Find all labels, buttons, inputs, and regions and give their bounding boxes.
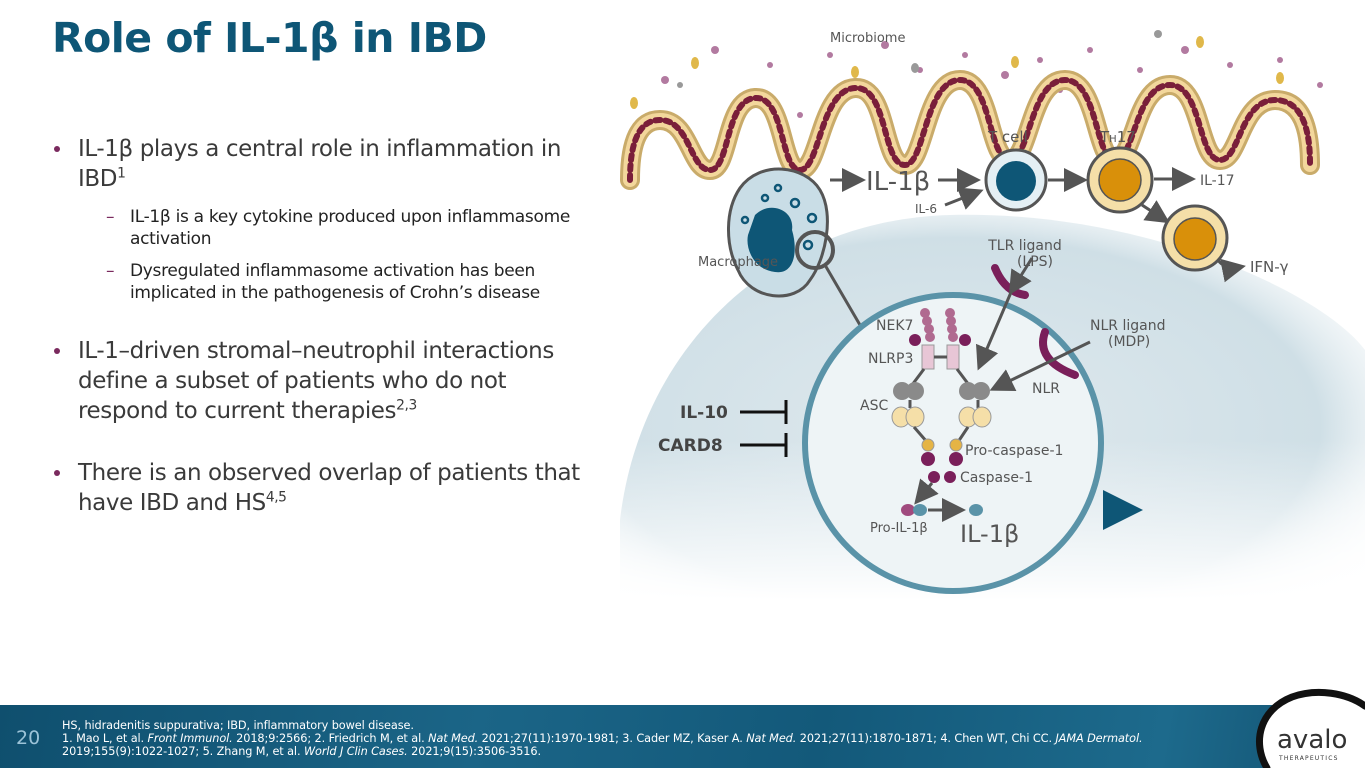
logo-tagline: THERAPEUTICS [1278, 755, 1339, 762]
pro-il1b-label: Pro-IL-1β [870, 521, 928, 536]
sub-bullet-1: – IL-1β is a key cytokine produced upon … [54, 206, 594, 250]
sub-bullet-1-text: IL-1β is a key cytokine produced upon in… [130, 207, 570, 249]
il1b-top-label: IL-1β [866, 167, 930, 197]
page-number: 20 [16, 727, 41, 749]
ifng-label: IFN-γ [1250, 258, 1289, 276]
zoom-lens-icon [795, 230, 835, 270]
card8-label: CARD8 [658, 436, 723, 456]
il6-label: IL-6 [915, 202, 937, 216]
journal-name: World J Clin Cases. [303, 745, 408, 758]
journal-name: Nat Med. [428, 732, 479, 745]
bullet-1-ref: 1 [117, 165, 126, 182]
references: HS, hidradenitis suppurativa; IBD, infla… [62, 719, 1143, 758]
bullet-3-text: There is an observed overlap of patients… [78, 460, 580, 516]
reference-line-1: 1. Mao L, et al. Front Immunol. 2018;9:2… [62, 732, 1143, 745]
dash-icon: – [106, 261, 115, 281]
il1b-bottom-label: IL-1β [960, 520, 1019, 548]
il17-label: IL-17 [1200, 173, 1235, 189]
nlr-receptor [1039, 328, 1079, 379]
il10-label: IL-10 [680, 403, 728, 423]
bullet-3-ref: 4,5 [265, 489, 287, 506]
th17-label: TH17 [1099, 128, 1136, 146]
bullet-2-ref: 2,3 [396, 397, 417, 414]
abbreviations: HS, hidradenitis suppurativa; IBD, infla… [62, 719, 414, 732]
caspase-label: Caspase-1 [960, 470, 1033, 486]
asc-label: ASC [860, 398, 888, 414]
journal-name: Front Immunol. [147, 732, 233, 745]
nlr-label: NLR [1032, 381, 1060, 397]
bullet-dot-icon [54, 146, 60, 152]
microbiome-rods [630, 36, 1284, 109]
tlr-ligand-label: TLR ligand [987, 238, 1062, 254]
pro-caspase-label: Pro-caspase-1 [965, 443, 1063, 459]
tlr-ligand-label-2: (LPS) [1017, 254, 1053, 270]
bullet-2: IL-1–driven stromal–neutrophil interacti… [54, 336, 594, 426]
nlrp3-right [946, 344, 960, 370]
dash-icon: – [106, 207, 115, 227]
nlrp3-left [921, 344, 935, 370]
avalo-logo: avalo THERAPEUTICS [1256, 688, 1365, 768]
nlrp3-label: NLRP3 [868, 351, 913, 367]
microbiome-label: Microbiome [830, 31, 905, 46]
journal-name: JAMA Dermatol. [1055, 732, 1143, 745]
nlr-ligand-label-2: (MDP) [1108, 334, 1150, 350]
sub-bullet-2: – Dysregulated inflammasome activation h… [54, 260, 594, 304]
sub-bullet-2-text: Dysregulated inflammasome activation has… [130, 261, 540, 303]
bullet-3: There is an observed overlap of patients… [54, 458, 594, 518]
nlr-ligand-label: NLR ligand [1090, 318, 1165, 334]
bullet-1: IL-1β plays a central role in inflammati… [54, 134, 594, 194]
logo-wordmark: avalo [1277, 725, 1347, 755]
reference-line-2: 2019;155(9):1022-1027; 5. Zhang M, et al… [62, 745, 541, 758]
bullet-2-text: IL-1–driven stromal–neutrophil interacti… [78, 338, 554, 424]
journal-name: Nat Med. [746, 732, 797, 745]
tcell-label: T cell [987, 128, 1028, 146]
slide-title: Role of IL-1β in IBD [52, 14, 487, 62]
il1b-pathway-diagram: Microbiome Macrophage IL-1β IL-6 T cell … [620, 30, 1365, 600]
footer-bar: 20 HS, hidradenitis suppurativa; IBD, in… [0, 705, 1365, 768]
bullet-list: IL-1β plays a central role in inflammati… [54, 134, 594, 518]
macrophage-label: Macrophage [698, 255, 778, 270]
bullet-dot-icon [54, 470, 60, 476]
bullet-1-text: IL-1β plays a central role in inflammati… [78, 136, 562, 192]
brush-stroke-icon [1256, 688, 1365, 768]
bullet-dot-icon [54, 348, 60, 354]
nek7-label: NEK7 [876, 318, 913, 334]
